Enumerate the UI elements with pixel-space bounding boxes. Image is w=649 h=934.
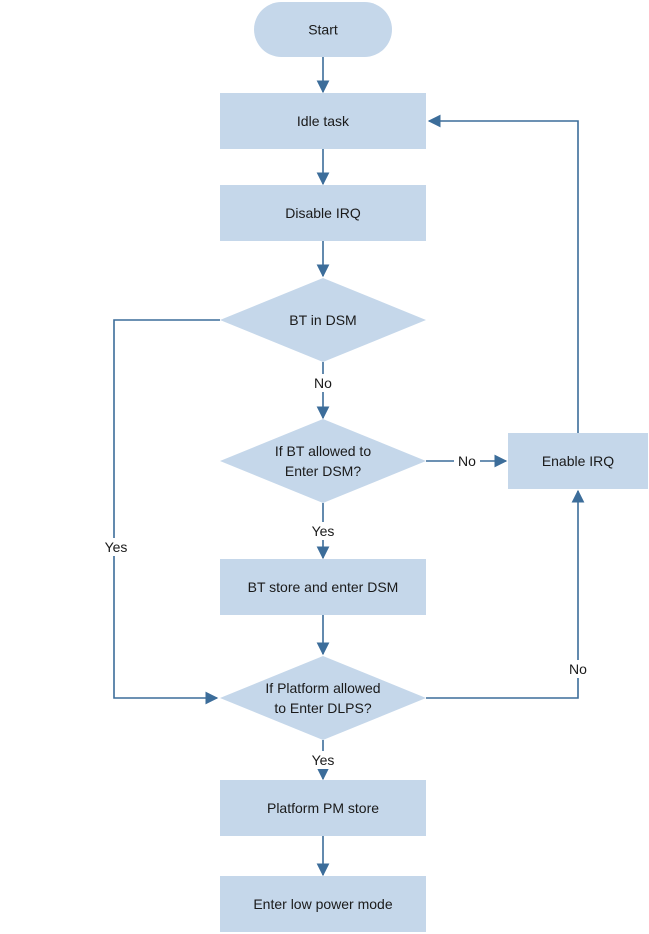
platform-allowed-decision: If Platform allowed to Enter DLPS? [220, 656, 426, 740]
idle-task-node: Idle task [220, 93, 426, 149]
bt-in-dsm-label: BT in DSM [289, 312, 356, 328]
platform-pm-store-label: Platform PM store [267, 800, 379, 816]
edge-platform-allowed-no [426, 489, 585, 699]
enable-irq-label: Enable IRQ [542, 453, 614, 469]
edge-enable-irq-to-idle [427, 114, 579, 433]
label-platform-allowed-yes: Yes [307, 751, 339, 769]
platform-pm-store-node: Platform PM store [220, 780, 426, 836]
label-bt-allowed-yes: Yes [307, 522, 339, 540]
low-power-node: Enter low power mode [220, 876, 426, 932]
platform-allowed-label-line1: If Platform allowed [265, 680, 380, 696]
platform-allowed-label-line2: to Enter DLPS? [274, 700, 371, 716]
bt-store-label: BT store and enter DSM [248, 579, 399, 595]
svg-text:No: No [569, 661, 587, 677]
svg-text:No: No [458, 453, 476, 469]
svg-text:Yes: Yes [105, 539, 128, 555]
low-power-label: Enter low power mode [253, 896, 393, 912]
disable-irq-label: Disable IRQ [285, 205, 361, 221]
enable-irq-node: Enable IRQ [508, 433, 648, 489]
bt-allowed-label-line2: Enter DSM? [285, 463, 361, 479]
svg-text:No: No [314, 375, 332, 391]
label-bt-allowed-no: No [454, 452, 480, 470]
edge-dsm-check-yes [113, 319, 220, 705]
label-platform-allowed-no: No [565, 660, 591, 678]
start-label: Start [308, 22, 338, 38]
svg-text:Yes: Yes [312, 523, 335, 539]
start-node: Start [254, 2, 392, 57]
idle-task-label: Idle task [297, 113, 350, 129]
label-bt-in-dsm-yes: Yes [100, 538, 132, 556]
label-bt-in-dsm-no: No [310, 374, 336, 392]
bt-in-dsm-decision: BT in DSM [220, 278, 426, 362]
disable-irq-node: Disable IRQ [220, 185, 426, 241]
bt-allowed-decision: If BT allowed to Enter DSM? [220, 419, 426, 503]
bt-allowed-label-line1: If BT allowed to [275, 443, 371, 459]
svg-text:Yes: Yes [312, 752, 335, 768]
bt-store-node: BT store and enter DSM [220, 559, 426, 615]
